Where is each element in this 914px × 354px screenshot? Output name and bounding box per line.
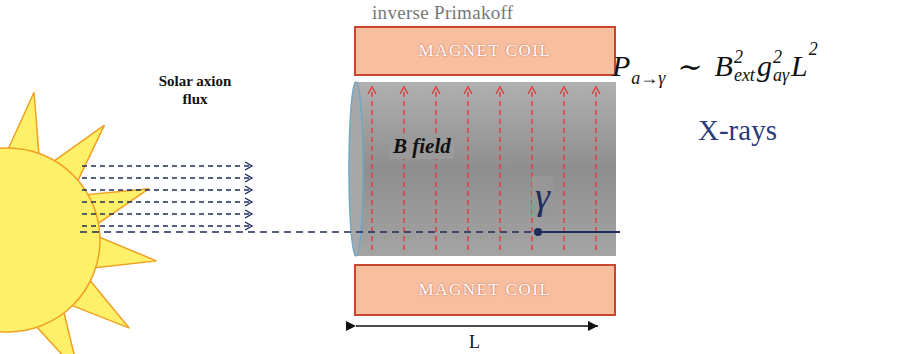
formula-term: Pa→γ — [612, 49, 665, 83]
coil-label: MAGNET COIL — [419, 280, 552, 300]
script-stack: 2ext — [734, 48, 755, 84]
formula-symbol: P — [612, 49, 630, 83]
magnet-bore — [354, 82, 616, 256]
length-label: L — [469, 332, 480, 352]
b-field-arrow — [563, 90, 564, 250]
flux-label: Solar axion flux — [150, 72, 240, 108]
subscript: a→γ — [631, 68, 665, 89]
b-field-arrow — [403, 90, 404, 250]
b-field-line — [372, 90, 596, 250]
magnet-bore: B field γ — [354, 82, 616, 256]
diagram-title: inverse Primakoff — [372, 2, 513, 24]
subscript: aγ — [773, 66, 789, 84]
formula-term: B2ext — [715, 48, 755, 84]
b-field-arrow — [435, 90, 436, 250]
formula-symbol: g — [757, 49, 772, 83]
magnet-coil: MAGNET COIL — [354, 264, 616, 316]
sun — [0, 148, 100, 332]
formula-symbol: B — [715, 49, 733, 83]
axion-flux-arrow — [82, 189, 252, 190]
formula-term: L2 — [791, 49, 818, 83]
field-label: B field — [390, 134, 454, 159]
magnet-coil: MAGNET COIL — [354, 26, 616, 76]
formula-term: g2aγ — [757, 48, 789, 84]
b-field-arrow — [531, 90, 532, 250]
bore-end — [349, 82, 363, 256]
sun-ray — [93, 236, 157, 268]
superscript: 2 — [809, 39, 818, 60]
formula-term: ∼ — [667, 49, 712, 84]
sun-ray — [8, 92, 40, 156]
axion-flux — [82, 166, 252, 226]
superscript: 2 — [734, 48, 755, 66]
superscript: 2 — [773, 48, 789, 66]
length-arrow — [356, 325, 598, 327]
formula-symbol: L — [791, 49, 808, 83]
subscript: ext — [734, 66, 755, 84]
axion-flux-arrow — [82, 225, 252, 226]
axion-path — [80, 231, 536, 233]
axion-flux-arrow — [82, 213, 252, 214]
formula-symbol: ∼ — [677, 49, 702, 84]
conversion-point — [534, 228, 542, 236]
axion-flux-arrow — [82, 165, 252, 166]
photon-symbol: γ — [532, 176, 553, 216]
script-stack: 2aγ — [773, 48, 789, 84]
coil-label: MAGNET COIL — [419, 41, 552, 61]
axion-flux-arrow — [82, 177, 252, 178]
conversion-formula: Pa→γ∼B2extg2aγL2 — [612, 48, 820, 84]
photon-path — [538, 231, 620, 233]
b-field-arrow — [499, 90, 500, 250]
axion-flux-arrow — [82, 201, 252, 202]
b-field-arrow — [467, 90, 468, 250]
b-field-arrow — [371, 90, 372, 250]
b-field-arrow — [595, 90, 596, 250]
output-label: X-rays — [698, 114, 777, 147]
